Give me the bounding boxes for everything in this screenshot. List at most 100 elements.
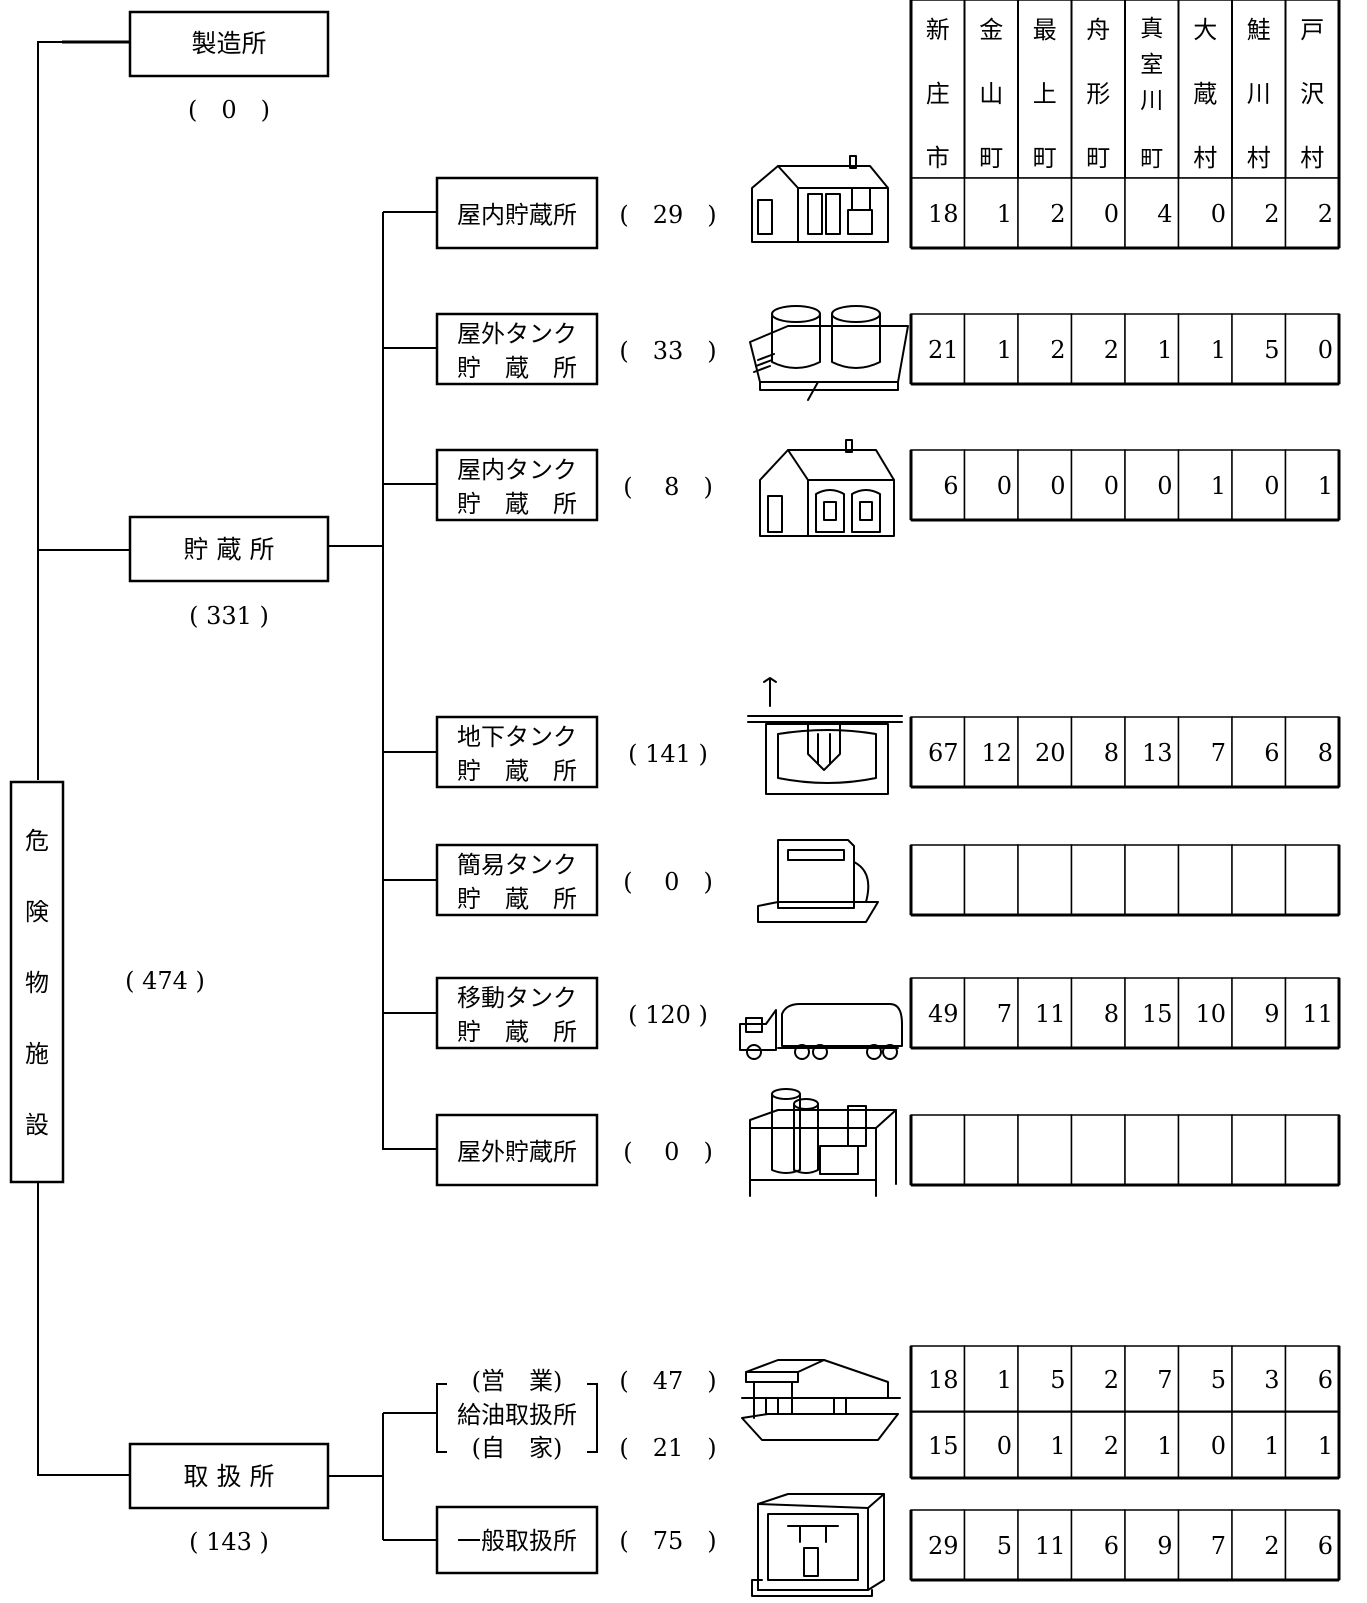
table-cell: [1017, 1114, 1073, 1186]
municipality-name-char: 戸: [1300, 16, 1324, 44]
cell-value: 0: [1264, 472, 1279, 500]
table-cell: [1284, 1114, 1340, 1186]
gas-station-icon: [741, 1359, 901, 1441]
table-cell: [1177, 844, 1233, 916]
cell-value: 12: [981, 739, 1012, 767]
fuel-commercial-count: ( 47 ): [619, 1367, 716, 1395]
table-cell: [1177, 449, 1233, 521]
table-cell: [1070, 177, 1126, 249]
facility-count: ( 0 ): [623, 868, 713, 896]
municipality-name-char: 町: [1140, 146, 1163, 172]
facility-count: ( 141 ): [628, 740, 708, 768]
table-cell: [1284, 1509, 1340, 1581]
branch-count: ( 143 ): [189, 1528, 269, 1556]
cell-value: 1: [1318, 472, 1333, 500]
cell-value: 1: [997, 200, 1012, 228]
cell-value: 5: [1264, 336, 1279, 364]
cell-value: 5: [1211, 1366, 1226, 1394]
municipality-name-char: 上: [1033, 80, 1057, 108]
table-cell: [1017, 177, 1073, 249]
cell-value: 18: [928, 200, 959, 228]
table-cell: [1017, 1345, 1073, 1413]
table-cell: [1231, 1411, 1287, 1479]
cell-value: 18: [928, 1366, 959, 1394]
cell-value: 8: [1104, 1000, 1119, 1028]
cell-value: 1: [1157, 336, 1172, 364]
cell-value: 9: [1157, 1532, 1172, 1560]
cell-value: 8: [1104, 739, 1119, 767]
table-cell: [963, 1114, 1019, 1186]
table-cell: [1284, 1411, 1340, 1479]
cell-value: 21: [928, 336, 959, 364]
branch-manufacture: 製造所 ( 0 ): [128, 10, 330, 124]
storage-box: [128, 515, 330, 583]
cell-value: 2: [1318, 200, 1333, 228]
municipality-name-char: 村: [1247, 144, 1271, 172]
cell-value: 1: [1211, 336, 1226, 364]
root-char: 危: [25, 827, 49, 855]
municipality-name-char: 庄: [926, 80, 950, 108]
table-cell: [1070, 1345, 1126, 1413]
cell-value: 15: [1142, 1000, 1173, 1028]
tree-connectors: [37, 40, 437, 1541]
table-cell: [963, 1345, 1019, 1413]
cell-value: 5: [1050, 1366, 1065, 1394]
municipality-name-char: 町: [1033, 144, 1057, 172]
facility-label: 屋内タンク: [457, 456, 577, 484]
indoor-warehouse-icon: [751, 155, 889, 243]
table-cell: [910, 313, 966, 385]
handling-box: [128, 1442, 330, 1510]
fuel-commercial-label: (営 業): [472, 1367, 563, 1395]
cell-value: 10: [1195, 1000, 1226, 1028]
table-cell: [1124, 449, 1180, 521]
table-cell: [1070, 844, 1126, 916]
handling-facility-fuel: (営 業) 給油取扱所 (自 家) ( 47 ) ( 21 ): [436, 1367, 717, 1462]
cell-value: 1: [1050, 1432, 1065, 1460]
table-cell: [1231, 449, 1287, 521]
cell-value: 6: [1104, 1532, 1119, 1560]
cell-value: 0: [1104, 472, 1119, 500]
table-cell: [963, 449, 1019, 521]
municipality-name-char: 形: [1086, 80, 1110, 108]
storage-facility-mobile-tank: 移動タンク 貯 蔵 所 ( 120 ): [435, 976, 708, 1050]
cell-value: 0: [997, 1432, 1012, 1460]
municipality-name-char: 村: [1300, 144, 1324, 172]
cell-value: 15: [928, 1432, 959, 1460]
municipality-name-char: 村: [1193, 144, 1217, 172]
cell-value: 5: [997, 1532, 1012, 1560]
cell-value: 0: [1318, 336, 1333, 364]
table-cell: [1284, 977, 1340, 1049]
facility-label: 屋外貯蔵所: [457, 1138, 577, 1166]
cell-value: 67: [928, 739, 959, 767]
table-cell: [1124, 716, 1180, 788]
cell-value: 13: [1142, 739, 1173, 767]
facility-label: 貯 蔵 所: [457, 490, 577, 518]
table-cell: [1231, 177, 1287, 249]
facility-label: 屋内貯蔵所: [457, 201, 577, 229]
branch-label: 製造所: [191, 29, 266, 58]
table-cell: [1231, 844, 1287, 916]
cell-value: 2: [1104, 1432, 1119, 1460]
table-cell: [1177, 1509, 1233, 1581]
cell-value: 6: [943, 472, 958, 500]
municipality-name-char: 山: [979, 80, 1003, 108]
table-cell: [1177, 716, 1233, 788]
cell-value: 2: [1264, 200, 1279, 228]
cell-value: 2: [1104, 1366, 1119, 1394]
cell-value: 1: [1157, 1432, 1172, 1460]
table-cell: [1070, 1114, 1126, 1186]
cell-value: 7: [1211, 739, 1226, 767]
facility-count: ( 75 ): [619, 1527, 716, 1555]
table-cell: [1231, 977, 1287, 1049]
fuel-facility-label: 給油取扱所: [457, 1401, 577, 1429]
facility-label: 貯 蔵 所: [457, 757, 577, 785]
root-char: 険: [25, 898, 49, 926]
table-cell: [1017, 1411, 1073, 1479]
tanker-truck-icon: [739, 1003, 903, 1060]
table-cell: [963, 313, 1019, 385]
